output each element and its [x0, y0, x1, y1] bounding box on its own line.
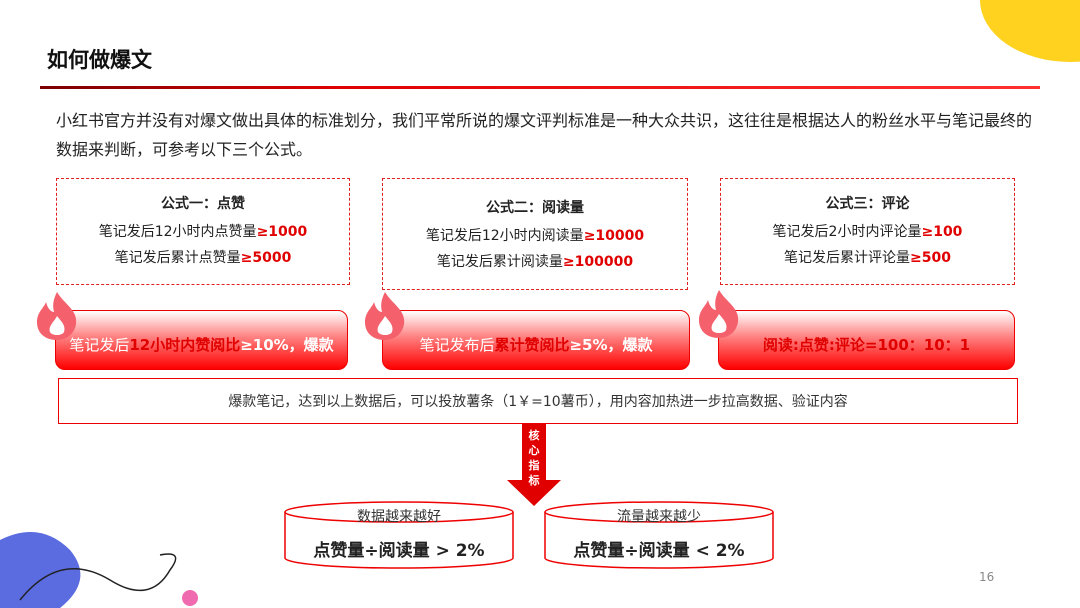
formula-value: ≥1000 — [256, 224, 308, 240]
formula-value: ≥100 — [921, 224, 963, 240]
down-arrow-icon — [507, 424, 561, 506]
formula-label: 笔记发后12小时内阅读量 — [425, 228, 584, 244]
intro-text: 小红书官方并没有对爆文做出具体的标准划分，我们平常所说的爆文评判标准是一种大众共… — [56, 111, 1033, 159]
yellow-decoration — [980, 0, 1080, 62]
summary-bar: 爆款笔记，达到以上数据后，可以投放薯条（1￥=10薯币），用内容加热进一步拉高数… — [58, 378, 1018, 424]
pill-text: ≥5%，爆款 — [569, 335, 653, 354]
pill-highlight: =100：10：1 — [864, 335, 971, 354]
page-title: 如何做爆文 — [47, 48, 152, 72]
fire-icon — [365, 292, 405, 340]
formula-value: ≥100000 — [562, 254, 634, 270]
formula-label: 笔记发后12小时内点赞量 — [98, 224, 257, 240]
pill-text: ≥10%，爆款 — [240, 335, 334, 354]
pill-highlight: 阅读:点赞:评论 — [762, 335, 865, 354]
formula-value: ≥10000 — [583, 228, 645, 244]
formula-value: ≥500 — [910, 250, 951, 266]
fire-icon — [699, 290, 739, 338]
formula-heading: 公式三：评论 — [825, 196, 910, 212]
pill-highlight: 累计赞阅比 — [494, 335, 570, 354]
formula-heading: 公式二：阅读量 — [486, 200, 584, 216]
formula-box-1: 公式一：点赞 笔记发后12小时内点赞量≥1000 笔记发后累计点赞量≥5000 — [56, 178, 350, 285]
formula-label: 笔记发后累计阅读量 — [436, 254, 563, 270]
formula-box-2: 公式二：阅读量 笔记发后12小时内阅读量≥10000 笔记发后累计阅读量≥100… — [382, 178, 688, 290]
pill-text: 笔记发后 — [69, 335, 130, 354]
fire-icon — [37, 292, 77, 340]
cylinder-caption: 数据越来越好 — [357, 509, 441, 525]
formula-box-3: 公式三：评论 笔记发后2小时内评论量≥100 笔记发后累计评论量≥500 — [720, 178, 1015, 285]
swirl-decoration — [0, 532, 198, 608]
cylinder-formula: 点赞量÷阅读量 < 2% — [573, 541, 745, 561]
rule-pill-2: 笔记发布后累计赞阅比≥5%，爆款 — [382, 310, 690, 370]
cylinder-caption: 流量越来越少 — [617, 509, 701, 525]
cylinder-bad: 流量越来越少 点赞量÷阅读量 < 2% — [543, 500, 775, 570]
arrow-label: 核心指标 — [528, 429, 540, 487]
formula-label: 笔记发后累计评论量 — [784, 250, 911, 266]
pill-highlight: 12小时内赞阅比 — [129, 335, 241, 354]
page-number: 16 — [979, 570, 995, 584]
rule-pill-3: 阅读:点赞:评论=100：10：1 — [718, 310, 1015, 370]
formula-label: 笔记发后累计点赞量 — [114, 250, 241, 266]
cylinder-formula: 点赞量÷阅读量 > 2% — [313, 541, 485, 561]
pill-text: 笔记发布后 — [419, 335, 495, 354]
title-divider — [40, 86, 1040, 89]
formula-label: 笔记发后2小时内评论量 — [772, 224, 922, 240]
cylinder-good: 数据越来越好 点赞量÷阅读量 > 2% — [283, 500, 515, 570]
formula-value: ≥5000 — [240, 250, 292, 266]
formula-heading: 公式一：点赞 — [161, 196, 245, 212]
